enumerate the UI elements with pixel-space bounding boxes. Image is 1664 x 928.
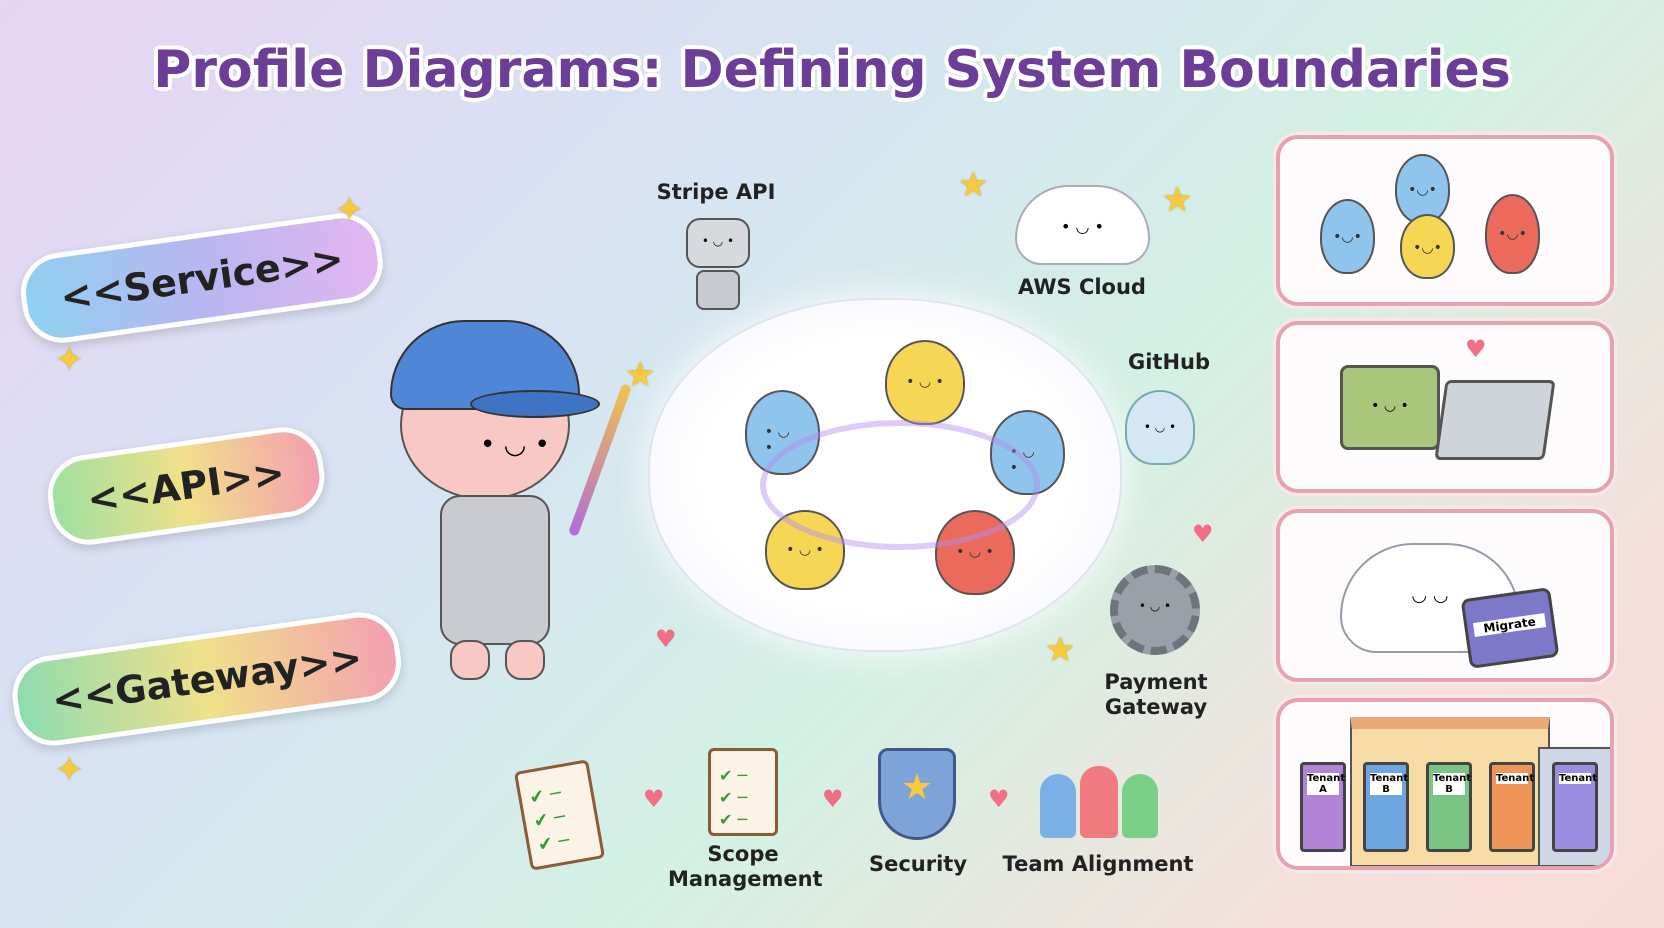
- tenant-door: Tenant B: [1426, 762, 1472, 852]
- gear-icon: • ◡ •: [1110, 565, 1200, 655]
- scope-management-label: Scope Management: [668, 842, 823, 891]
- heart-icon: ♥: [988, 785, 1010, 813]
- aws-cloud-label: AWS Cloud: [1018, 275, 1146, 299]
- stereotype-api-badge: <<API>>: [42, 422, 330, 550]
- migrate-label: Migrate: [1472, 613, 1547, 637]
- heart-icon: ♥: [643, 785, 665, 813]
- robot-icon: • ◡ •: [680, 218, 756, 318]
- panel-team-services: •◡• •◡• •◡• •◡•: [1276, 135, 1614, 306]
- star-icon: ★: [1162, 180, 1193, 220]
- aws-cloud-icon: • ◡ •: [1015, 185, 1150, 265]
- panel-computer-migration: • ◡ • ♥: [1276, 321, 1614, 493]
- heart-icon: ♥: [822, 785, 844, 813]
- stripe-api-label: Stripe API: [656, 180, 776, 204]
- security-label: Security: [868, 852, 968, 876]
- tenant-door: Tenant: [1552, 762, 1598, 852]
- tenant-door: Tenant A: [1300, 762, 1346, 852]
- shield-icon: ★: [878, 748, 956, 840]
- page-title: Profile Diagrams: Defining System Bounda…: [153, 40, 1511, 100]
- panel-multi-tenant-building: Tenant A Tenant B Tenant B Tenant Tenant: [1276, 698, 1614, 870]
- checklist-icon: ✔ ─✔ ─✔ ─: [513, 759, 606, 871]
- payment-gateway-label: Payment Gateway: [1104, 670, 1208, 719]
- star-icon: ★: [625, 355, 656, 395]
- github-label: GitHub: [1127, 350, 1211, 374]
- sparkle-icon: ✦: [55, 750, 84, 790]
- system-boundary-cloud: • ◡ • • ◡ • • ◡ • • ◡ • • ◡ •: [650, 300, 1120, 650]
- star-icon: ★: [958, 165, 989, 205]
- stereotype-gateway-badge: <<Gateway>>: [7, 607, 407, 751]
- team-people-icon: [1040, 760, 1160, 840]
- heart-icon: ♥: [1465, 335, 1487, 363]
- tenant-door: Tenant B: [1363, 762, 1409, 852]
- sparkle-icon: ✦: [55, 340, 84, 380]
- heart-icon: ♥: [655, 625, 677, 653]
- clipboard-icon: ✔ ─✔ ─✔ ─: [708, 748, 778, 836]
- panel-cloud-migrate: ◡ ◡ Migrate: [1276, 509, 1614, 682]
- octocat-icon: • ◡ •: [1125, 390, 1195, 465]
- service-blob-yellow: • ◡ •: [885, 340, 965, 425]
- sparkle-icon: ✦: [335, 190, 364, 230]
- heart-icon: ♥: [1192, 520, 1214, 548]
- engineer-character-illustration: • ◡ •: [380, 300, 600, 700]
- star-icon: ★: [1045, 630, 1076, 670]
- tenant-door: Tenant: [1489, 762, 1535, 852]
- stereotype-service-badge: <<Service>>: [15, 208, 389, 348]
- team-alignment-label: Team Alignment: [1002, 852, 1194, 876]
